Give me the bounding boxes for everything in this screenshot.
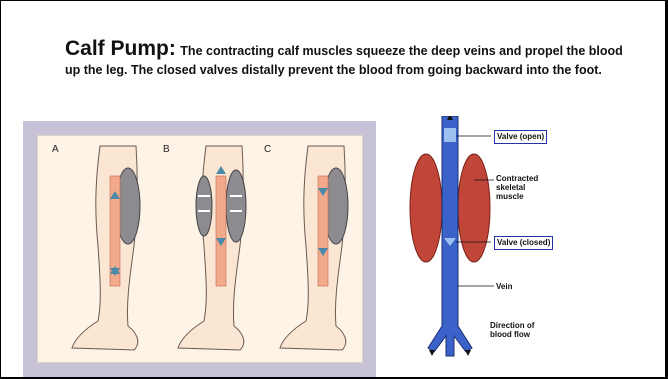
vein-valve-diagram: Valve (open) Contracted skeletal muscle … (406, 116, 636, 366)
muscle-right (458, 154, 490, 262)
leg-b (178, 146, 246, 350)
leg-c (280, 146, 348, 350)
slide-title: Calf Pump: (65, 37, 176, 60)
figure-inner: A B C (37, 135, 363, 363)
title-block: Calf Pump: The contracting calf muscles … (65, 37, 625, 79)
vein-label: Vein (496, 282, 512, 291)
legs-illustration (38, 136, 362, 362)
leg-a (72, 146, 140, 350)
valve-closed-label: Valve (closed) (494, 236, 553, 250)
calf-pump-figure: A B C (23, 121, 376, 377)
valve-open-label: Valve (open) (494, 130, 547, 144)
muscle-left (410, 154, 442, 262)
contracted-muscle-label: Contracted skeletal muscle (496, 174, 551, 201)
direction-label: Direction of blood flow (490, 321, 550, 339)
valve-open-shape (444, 128, 456, 142)
